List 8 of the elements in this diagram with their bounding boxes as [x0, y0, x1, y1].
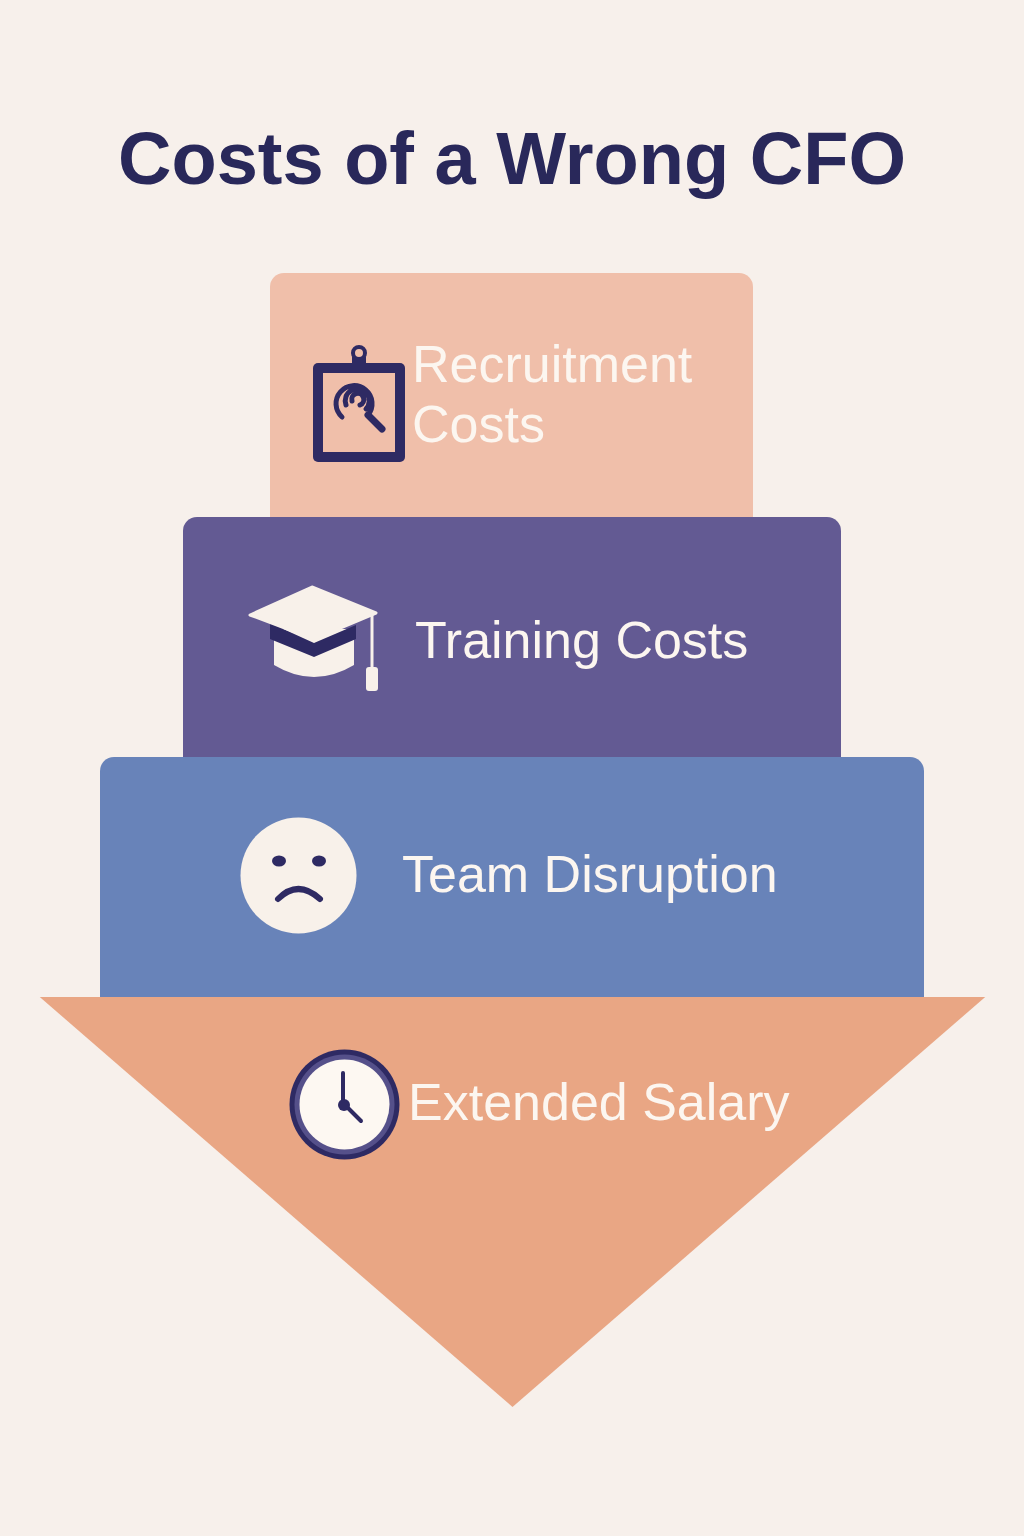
- band-label: Training Costs: [415, 611, 749, 671]
- tier-band: [183, 517, 841, 757]
- band-label: Team Disruption: [402, 845, 778, 905]
- band-label: Extended Salary: [408, 1073, 790, 1133]
- tier-band: [100, 757, 924, 997]
- tier-band: [270, 273, 753, 517]
- title: Costs of a Wrong CFO: [118, 118, 906, 200]
- band-label: Recruitment Costs: [412, 335, 694, 455]
